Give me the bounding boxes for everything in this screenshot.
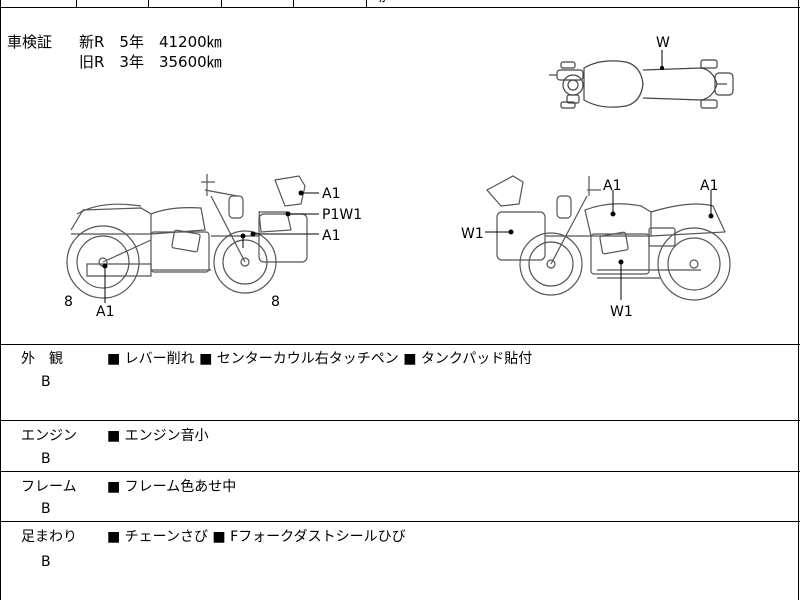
mark-a1-mid: A1 xyxy=(322,228,340,244)
inspection-old: 旧R 3年 35600㎞ xyxy=(79,53,222,71)
top-view-outline xyxy=(549,59,734,109)
section-divider xyxy=(1,344,800,345)
items-frame: ■ フレーム色あせ中 xyxy=(107,479,237,495)
section-label-suspension: 足まわり xyxy=(21,529,77,545)
mark-w-top: W xyxy=(656,35,670,51)
top-view-point xyxy=(660,66,664,70)
mark-a1-tank: A1 xyxy=(603,178,621,194)
top-row-divider xyxy=(148,0,149,7)
section-label-engine: エンジン xyxy=(21,428,77,444)
section-divider xyxy=(1,471,800,472)
mark-a1-top: A1 xyxy=(322,186,340,202)
mark-a1-bottom: A1 xyxy=(96,304,114,320)
mark-w1-bottom: W1 xyxy=(610,304,633,320)
left-side-outline xyxy=(66,174,308,299)
grade-frame: B xyxy=(41,501,51,517)
top-row-divider xyxy=(221,0,222,7)
left-side-leaders xyxy=(102,190,319,303)
grade-exterior: B xyxy=(41,374,51,390)
section-label-frame: フレーム xyxy=(21,479,77,495)
section-divider xyxy=(1,420,800,421)
section-label-exterior: 外 観 xyxy=(21,351,63,367)
mark-8-rear: 8 xyxy=(271,294,280,310)
top-row-partial-text: ｶ xyxy=(379,0,386,7)
top-row-border xyxy=(1,7,800,8)
mark-p1w1: P1W1 xyxy=(322,207,362,223)
items-suspension: ■ チェーンさび ■ Fフォークダストシールひび xyxy=(107,529,406,545)
inspection-label: 車検証 xyxy=(7,33,53,51)
mark-8-front: 8 xyxy=(64,294,73,310)
items-exterior: ■ レバー削れ ■ センターカウル右タッチペン ■ タンクパッド貼付 xyxy=(107,351,533,367)
section-divider xyxy=(1,521,800,522)
items-engine: ■ エンジン音小 xyxy=(107,428,209,444)
top-row-divider xyxy=(76,0,77,7)
grade-suspension: B xyxy=(41,554,51,570)
top-row-divider xyxy=(293,0,294,7)
right-side-leaders xyxy=(485,190,714,300)
right-side-outline xyxy=(486,175,731,301)
mark-w1-bag: W1 xyxy=(461,226,484,242)
grade-engine: B xyxy=(41,451,51,467)
mark-a1-tail: A1 xyxy=(700,178,718,194)
top-row-divider xyxy=(366,0,367,7)
inspection-new: 新R 5年 41200㎞ xyxy=(79,33,222,51)
